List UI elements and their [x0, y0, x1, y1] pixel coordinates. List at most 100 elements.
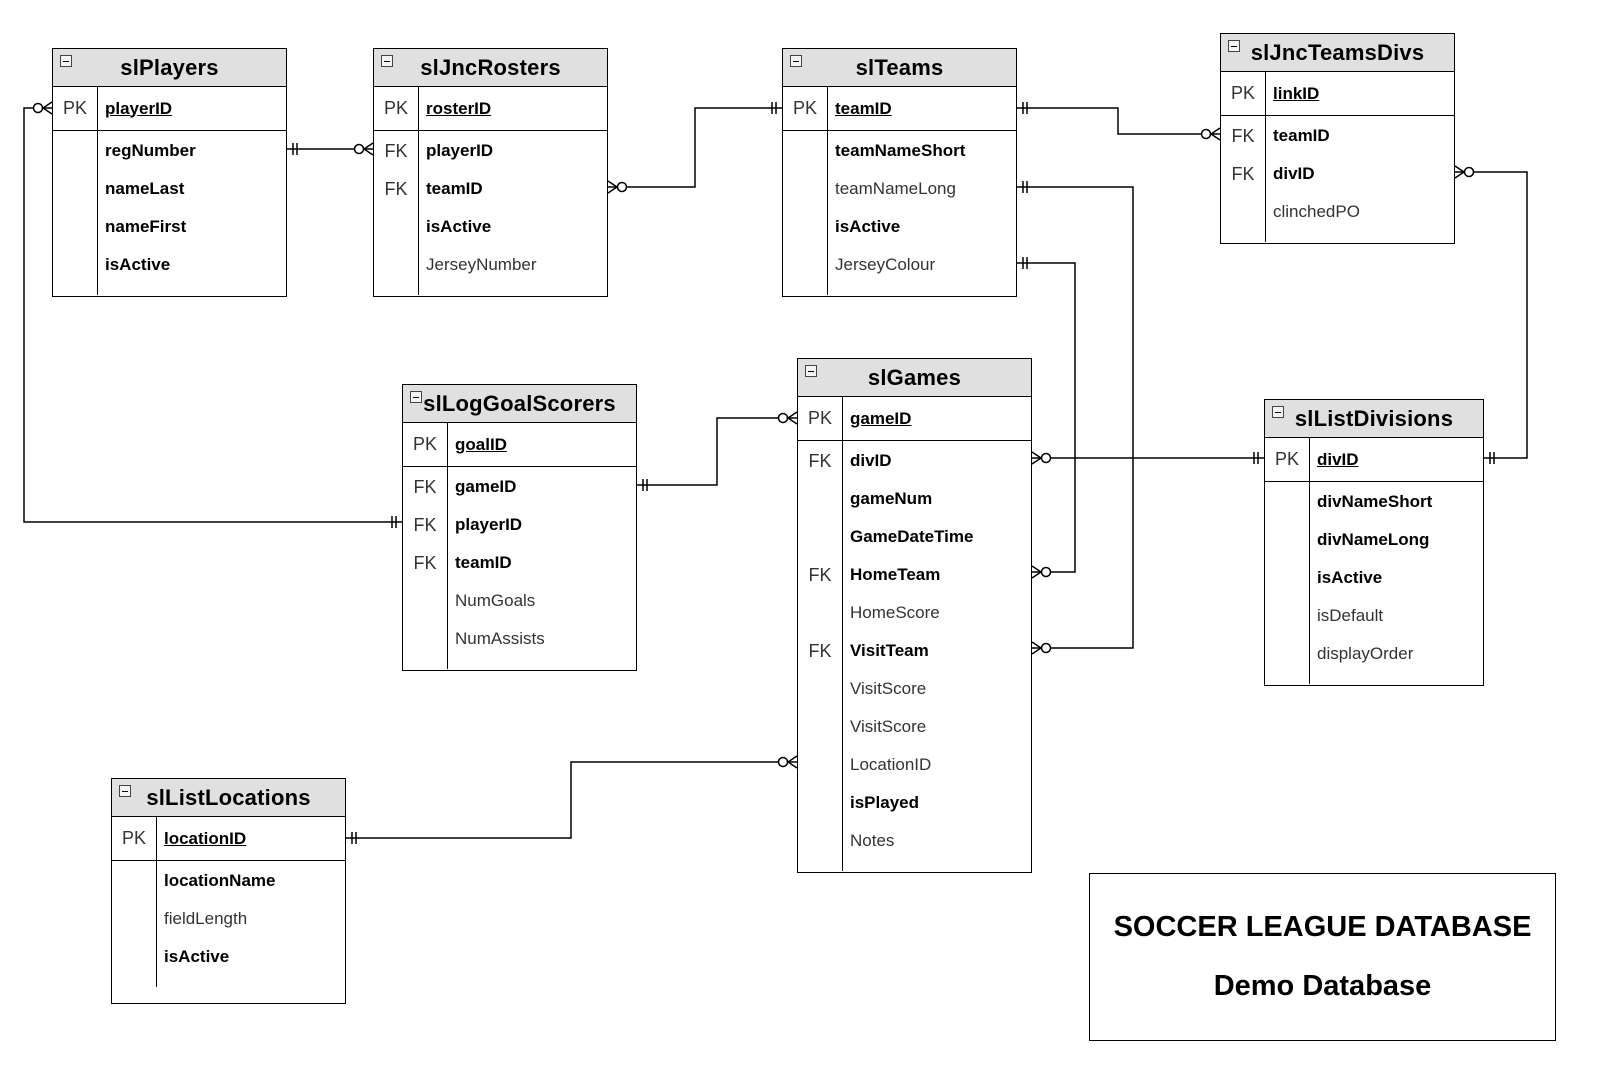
entity-title: slTeams — [855, 54, 944, 80]
collapse-icon[interactable] — [60, 55, 72, 67]
attribute-name: playerID — [426, 141, 494, 160]
pk-row[interactable]: PK teamID — [783, 87, 1016, 131]
pk-row[interactable]: PK goalID — [403, 423, 636, 467]
collapse-icon[interactable] — [381, 55, 393, 67]
attribute-name: divNameShort — [1317, 492, 1433, 511]
attribute-name: Notes — [850, 831, 895, 850]
pk-row[interactable]: PK divID — [1265, 438, 1483, 482]
attribute-name: isActive — [164, 947, 230, 966]
pk-row[interactable]: PK rosterID — [374, 87, 607, 131]
attribute-name: teamID — [1273, 126, 1330, 145]
attribute-name: VisitTeam — [850, 641, 929, 660]
attribute-list: locationName fieldLength isActive — [112, 861, 345, 988]
collapse-icon[interactable] — [119, 785, 131, 797]
attribute-name: locationName — [164, 871, 276, 890]
attribute-row[interactable]: locationName — [112, 862, 345, 900]
entity-header[interactable]: slListDivisions — [1265, 400, 1483, 438]
attribute-row[interactable]: JerseyNumber — [374, 246, 607, 284]
collapse-icon[interactable] — [1272, 406, 1284, 418]
attribute-row[interactable]: VisitScore — [798, 670, 1031, 708]
attribute-row[interactable]: JerseyColour — [783, 246, 1016, 284]
attribute-row[interactable]: isPlayed — [798, 784, 1031, 822]
attribute-row[interactable]: nameFirst — [53, 208, 286, 246]
pk-row[interactable]: PK gameID — [798, 397, 1031, 441]
attribute-row[interactable]: teamNameShort — [783, 132, 1016, 170]
attribute-name: isPlayed — [850, 793, 919, 812]
attribute-name: nameFirst — [105, 217, 187, 236]
attribute-row[interactable]: teamNameLong — [783, 170, 1016, 208]
collapse-icon[interactable] — [805, 365, 817, 377]
pk-row[interactable]: PK locationID — [112, 817, 345, 861]
entity-header[interactable]: slGames — [798, 359, 1031, 397]
attribute-row[interactable]: LocationID — [798, 746, 1031, 784]
attribute-row[interactable]: divNameShort — [1265, 483, 1483, 521]
attribute-row[interactable]: isActive — [783, 208, 1016, 246]
entity-title: slJncRosters — [420, 54, 561, 80]
attribute-row[interactable]: isActive — [112, 938, 345, 976]
collapse-icon[interactable] — [790, 55, 802, 67]
attribute-row[interactable]: VisitScore — [798, 708, 1031, 746]
pk-row[interactable]: PK linkID — [1221, 72, 1454, 116]
entity-header[interactable]: slLogGoalScorers — [403, 385, 636, 423]
attribute-row[interactable]: displayOrder — [1265, 635, 1483, 673]
attribute-row[interactable]: clinchedPO — [1221, 193, 1454, 231]
attribute-row[interactable]: divNameLong — [1265, 521, 1483, 559]
entity-header[interactable]: slPlayers — [53, 49, 286, 87]
attribute-row[interactable]: GameDateTime — [798, 518, 1031, 556]
attribute-name: regNumber — [105, 141, 196, 160]
entity-slListLocations[interactable]: slListLocations PK locationID locationNa… — [111, 778, 346, 1004]
attribute-row[interactable]: NumAssists — [403, 620, 636, 658]
attribute-row[interactable]: fieldLength — [112, 900, 345, 938]
attribute-name: isActive — [426, 217, 492, 236]
collapse-icon[interactable] — [410, 391, 422, 403]
key-label: PK — [121, 828, 146, 848]
zero-circle — [777, 756, 789, 768]
collapse-icon[interactable] — [1228, 40, 1240, 52]
attribute-row[interactable]: FK playerID — [374, 132, 607, 170]
key-label: FK — [413, 552, 437, 573]
attribute-row[interactable]: gameNum — [798, 480, 1031, 518]
key-label: PK — [383, 98, 408, 118]
entity-header[interactable]: slTeams — [783, 49, 1016, 87]
attribute-row[interactable]: Notes — [798, 822, 1031, 860]
attribute-name: playerID — [455, 515, 523, 534]
attribute-row[interactable]: isDefault — [1265, 597, 1483, 635]
entity-header[interactable]: slListLocations — [112, 779, 345, 817]
entity-header[interactable]: slJncTeamsDivs — [1221, 34, 1454, 72]
attribute-row[interactable]: isActive — [1265, 559, 1483, 597]
attribute-row[interactable]: isActive — [374, 208, 607, 246]
key-label: FK — [384, 140, 408, 161]
attribute-row[interactable]: isActive — [53, 246, 286, 284]
entity-header[interactable]: slJncRosters — [374, 49, 607, 87]
rel-locations-games — [346, 761, 797, 839]
attribute-row[interactable]: NumGoals — [403, 582, 636, 620]
attribute-row[interactable]: HomeScore — [798, 594, 1031, 632]
attribute-row[interactable]: regNumber — [53, 132, 286, 170]
crow-foot — [1454, 165, 1465, 173]
key-label: PK — [792, 98, 817, 118]
zero-circle — [353, 143, 365, 155]
crow-foot — [1031, 457, 1042, 465]
entity-slPlayers[interactable]: slPlayers PK playerID regNumber nameLast n… — [52, 48, 287, 297]
attribute-name: divID — [1273, 164, 1315, 183]
attribute-name: displayOrder — [1317, 644, 1414, 663]
attribute-name: divNameLong — [1317, 530, 1430, 549]
attribute-row[interactable]: nameLast — [53, 170, 286, 208]
pk-row[interactable]: PK playerID — [53, 87, 286, 131]
